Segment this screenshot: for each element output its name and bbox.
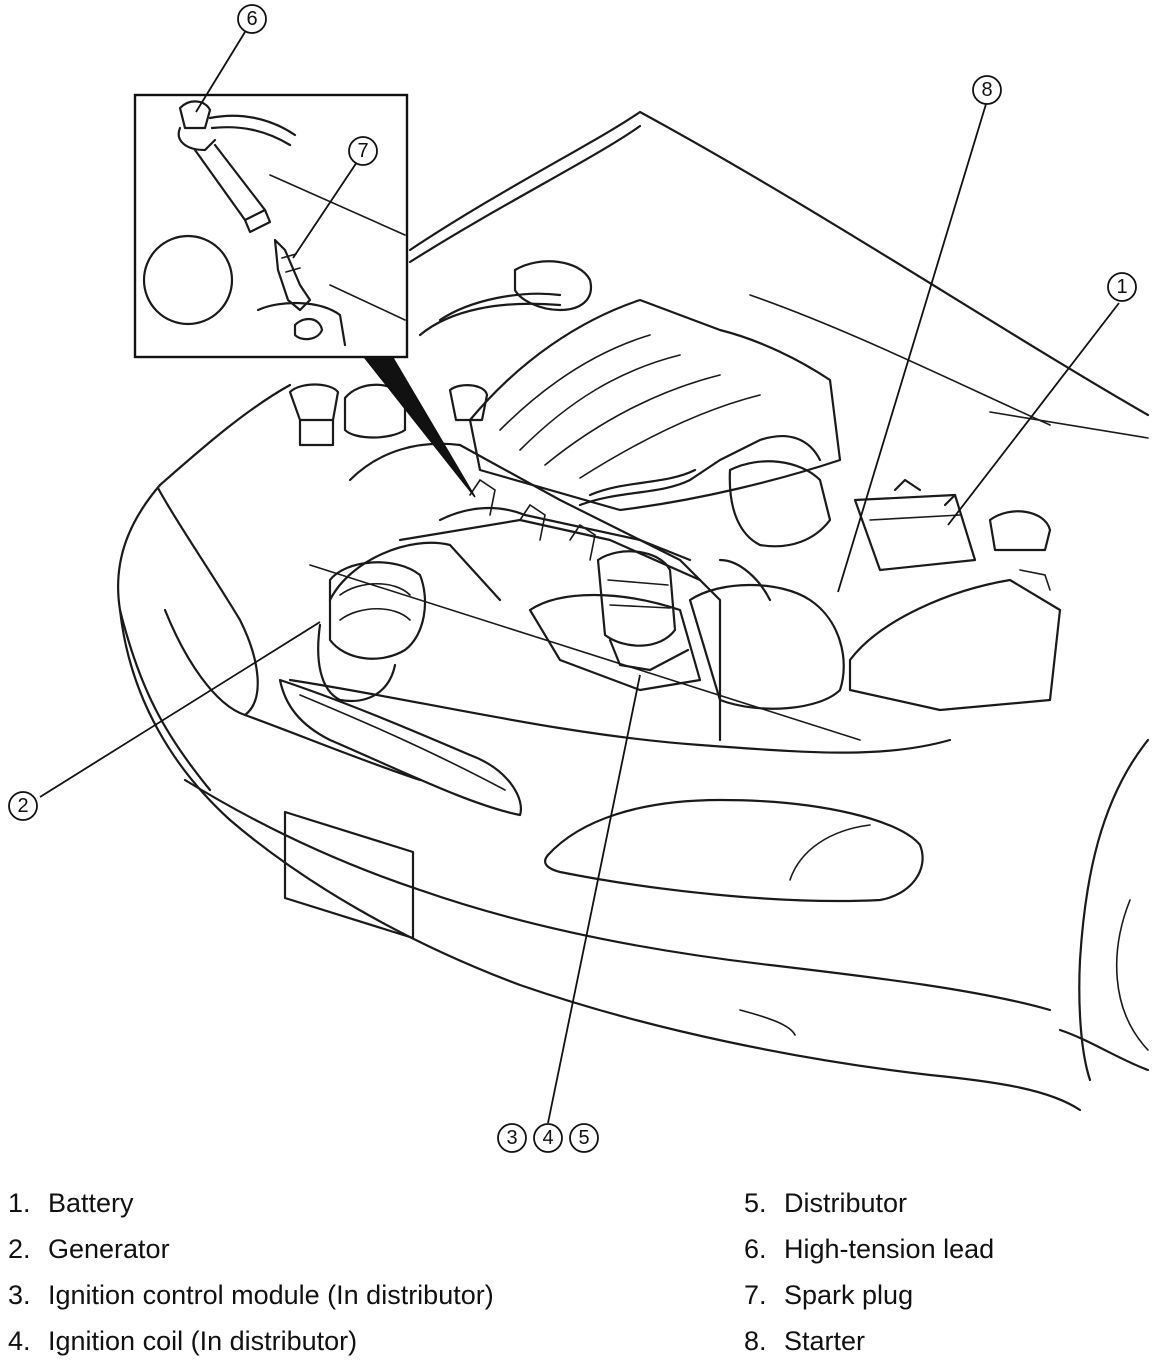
callout-5: 5: [569, 1123, 599, 1153]
legend-label: Distributor: [784, 1188, 908, 1218]
callout-2: 2: [8, 791, 38, 821]
legend-item-battery: 1. Battery: [8, 1180, 494, 1226]
callout-7-number: 7: [357, 140, 368, 162]
inset-detail-box: [133, 93, 476, 498]
leader-345: [547, 674, 641, 1124]
engine-components: [288, 260, 1062, 742]
legend-number: 5.: [744, 1188, 767, 1218]
callout-3-number: 3: [506, 1127, 517, 1149]
legend-label: Battery: [48, 1188, 134, 1218]
legend-label: Starter: [784, 1326, 866, 1356]
legend-number: 3.: [8, 1280, 31, 1310]
parts-legend: 1. Battery 2. Generator 3. Ignition control…: [0, 1180, 1168, 1366]
legend-item-spark-plug: 7. Spark plug: [744, 1272, 994, 1318]
legend-number: 1.: [8, 1188, 31, 1218]
callout-5-number: 5: [578, 1127, 589, 1149]
callout-7: 7: [348, 136, 378, 166]
callout-4-number: 4: [542, 1127, 553, 1149]
engine-bay-diagram: 6 7 8 1 2 3 4 5: [8, 4, 1150, 1153]
leader-8: [837, 103, 987, 593]
legend-label: Generator: [48, 1234, 170, 1264]
legend-label: Ignition control module (In distributor): [48, 1280, 494, 1310]
callout-6: 6: [237, 4, 267, 34]
legend-number: 2.: [8, 1234, 31, 1264]
legend-item-high-tension-lead: 6. High-tension lead: [744, 1226, 994, 1272]
callout-8: 8: [972, 75, 1002, 105]
callout-4: 4: [533, 1123, 563, 1153]
hood-outline: [408, 110, 1150, 439]
legend-label: Spark plug: [784, 1280, 914, 1310]
legend-number: 4.: [8, 1326, 31, 1356]
legend-item-ignition-coil: 4. Ignition coil (In distributor): [8, 1318, 494, 1364]
legend-number: 6.: [744, 1234, 767, 1264]
leader-6: [195, 31, 246, 113]
leader-2: [39, 621, 321, 798]
callout-6-number: 6: [246, 8, 257, 30]
legend-label: Ignition coil (In distributor): [48, 1326, 358, 1356]
legend-label: High-tension lead: [784, 1234, 995, 1264]
leader-lines: [39, 31, 1120, 1124]
leader-7: [292, 161, 358, 259]
leader-1: [947, 302, 1120, 526]
callout-8-number: 8: [981, 79, 992, 101]
legend-item-generator: 2. Generator: [8, 1226, 494, 1272]
car-body-outline: [117, 383, 1150, 1112]
legend-number: 8.: [744, 1326, 767, 1356]
legend-number: 7.: [744, 1280, 767, 1310]
legend-column-right: 5. Distributor 6. High-tension lead 7. Spar…: [744, 1180, 994, 1364]
callout-1: 1: [1107, 272, 1137, 302]
legend-column-left: 1. Battery 2. Generator 3. Ignition control…: [8, 1180, 494, 1364]
callout-3: 3: [497, 1123, 527, 1153]
legend-item-starter: 8. Starter: [744, 1318, 994, 1364]
callout-2-number: 2: [17, 795, 28, 817]
callout-1-number: 1: [1116, 276, 1127, 298]
legend-item-distributor: 5. Distributor: [744, 1180, 994, 1226]
callouts: 6 7 8 1 2 3 4 5: [8, 4, 1137, 1153]
legend-item-ignition-control-module: 3. Ignition control module (In distributo…: [8, 1272, 494, 1318]
